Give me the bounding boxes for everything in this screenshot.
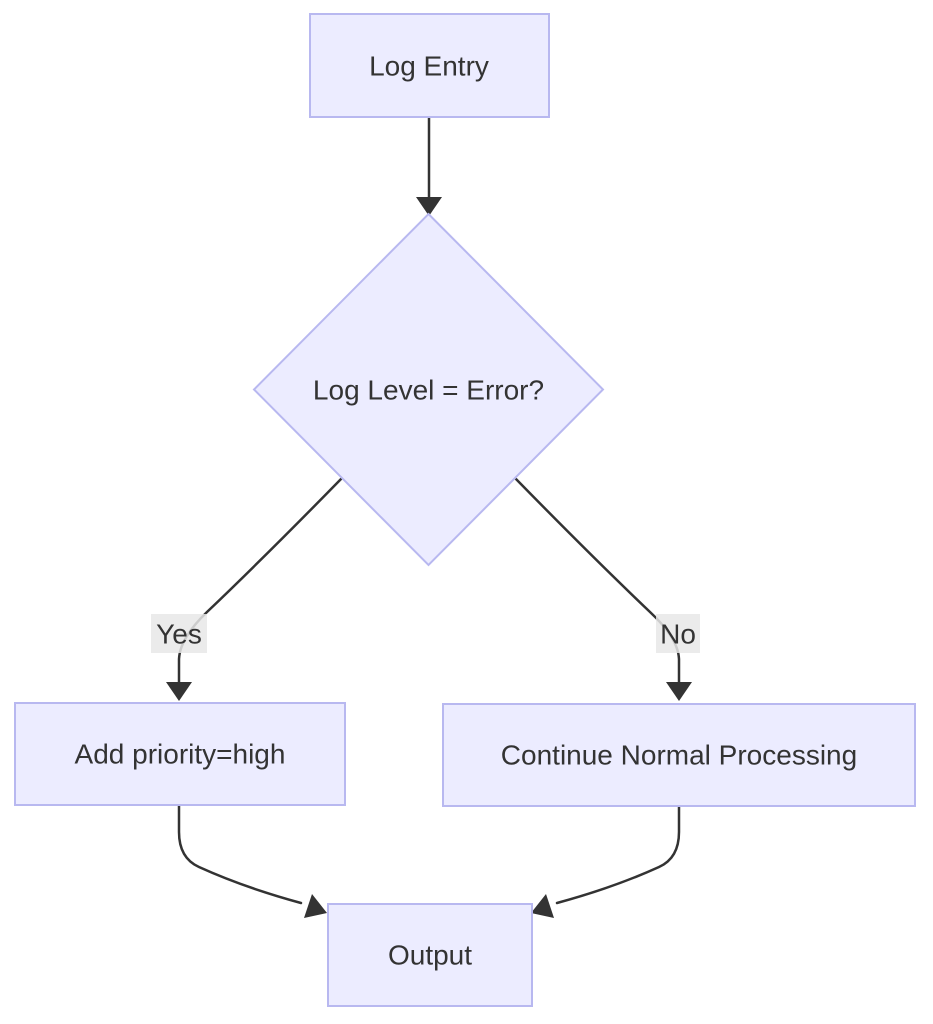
node-output-shape xyxy=(327,903,533,1007)
node-output-label: Output xyxy=(388,940,472,971)
edge-addpriority-to-output xyxy=(177,803,327,918)
arrowhead-right-down-icon xyxy=(304,894,327,918)
arrowhead-down-icon xyxy=(416,197,442,216)
edge-label-no-text: No xyxy=(660,619,696,650)
edge-logentry-to-decision xyxy=(416,115,442,216)
edge-label-yes: Yes xyxy=(151,614,207,653)
node-continue-processing: Continue Normal Processing xyxy=(442,703,916,807)
edge-label-yes-text: Yes xyxy=(156,619,202,650)
node-add-priority: Add priority=high xyxy=(14,702,346,806)
node-log-level-check-shape xyxy=(252,212,605,567)
edge-decision-to-addpriority xyxy=(166,476,344,701)
arrowhead-down-icon xyxy=(666,682,692,701)
node-log-level-check-label: Log Level = Error? xyxy=(313,375,544,406)
node-output: Output xyxy=(327,903,533,1007)
node-add-priority-shape xyxy=(14,702,346,806)
node-add-priority-label: Add priority=high xyxy=(75,739,286,770)
node-log-level-check: Log Level = Error? xyxy=(252,212,605,567)
edge-line xyxy=(177,803,303,905)
node-log-entry: Log Entry xyxy=(309,13,550,118)
node-continue-processing-label: Continue Normal Processing xyxy=(501,740,857,771)
edge-label-yes-bg xyxy=(151,614,207,653)
edge-continue-to-output xyxy=(531,804,681,918)
node-continue-processing-shape xyxy=(442,703,916,807)
edge-label-no: No xyxy=(656,614,700,653)
edge-label-no-bg xyxy=(656,614,700,653)
arrowhead-down-icon xyxy=(166,682,192,701)
edge-decision-to-continue xyxy=(513,476,692,701)
edge-line xyxy=(555,804,681,905)
node-log-entry-shape xyxy=(309,13,550,118)
edge-line xyxy=(513,476,681,684)
arrowhead-left-down-icon xyxy=(531,894,554,918)
node-log-entry-label: Log Entry xyxy=(369,51,489,82)
